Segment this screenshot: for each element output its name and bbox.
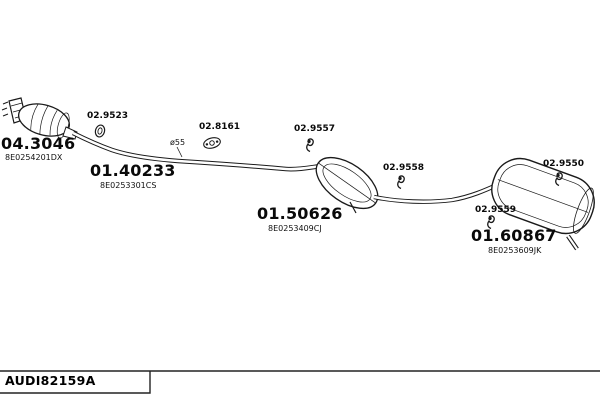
- mid-muffler-code: 01.50626: [257, 204, 343, 223]
- label-hanger-4: 02.9550: [543, 159, 584, 169]
- front-pipe-drawing: [71, 130, 322, 172]
- title-block: [0, 370, 600, 394]
- label-group-catalyst: 04.3046 8E0254201DX: [1, 136, 75, 162]
- flange-icon: [203, 137, 221, 149]
- mid-muffler-part: 8E0253409CJ: [268, 224, 322, 233]
- label-group-front-pipe: 01.40233 8E0253301CS: [90, 163, 176, 190]
- label-hanger-1: 02.9557: [294, 124, 335, 134]
- label-flange: 02.8161: [199, 122, 240, 132]
- label-clamp-ring: 02.9523: [87, 111, 128, 121]
- hanger-icon-1: [306, 138, 314, 153]
- rear-muffler-code: 01.60867: [471, 226, 557, 245]
- catalyst-part: 8E0254201DX: [5, 153, 63, 162]
- label-group-mid-muffler: 01.50626 8E0253409CJ: [257, 206, 343, 233]
- tailpipe-drawing: [566, 234, 579, 251]
- label-group-rear-muffler: 01.60867 8E0253609JK: [471, 228, 557, 255]
- label-hanger-2: 02.9558: [383, 163, 424, 173]
- catalytic-converter-drawing: [1, 97, 78, 140]
- catalyst-code: 04.3046: [1, 134, 76, 153]
- label-hanger-3: 02.9559: [475, 205, 516, 215]
- rear-pipe-drawing: [373, 182, 500, 204]
- rear-muffler-part: 8E0253609JK: [488, 246, 542, 255]
- mid-muffler-hanger-rod: [349, 201, 357, 214]
- hanger-icon-2: [397, 175, 405, 190]
- label-pipe-diameter: ø55: [170, 138, 186, 147]
- rear-muffler-drawing: [491, 157, 595, 235]
- mid-muffler-drawing: [315, 156, 379, 210]
- front-pipe-code: 01.40233: [90, 161, 176, 180]
- clamp-ring-icon: [94, 124, 106, 138]
- front-pipe-part: 8E0253301CS: [100, 181, 157, 190]
- drawing-id: AUDI82159A: [5, 373, 96, 388]
